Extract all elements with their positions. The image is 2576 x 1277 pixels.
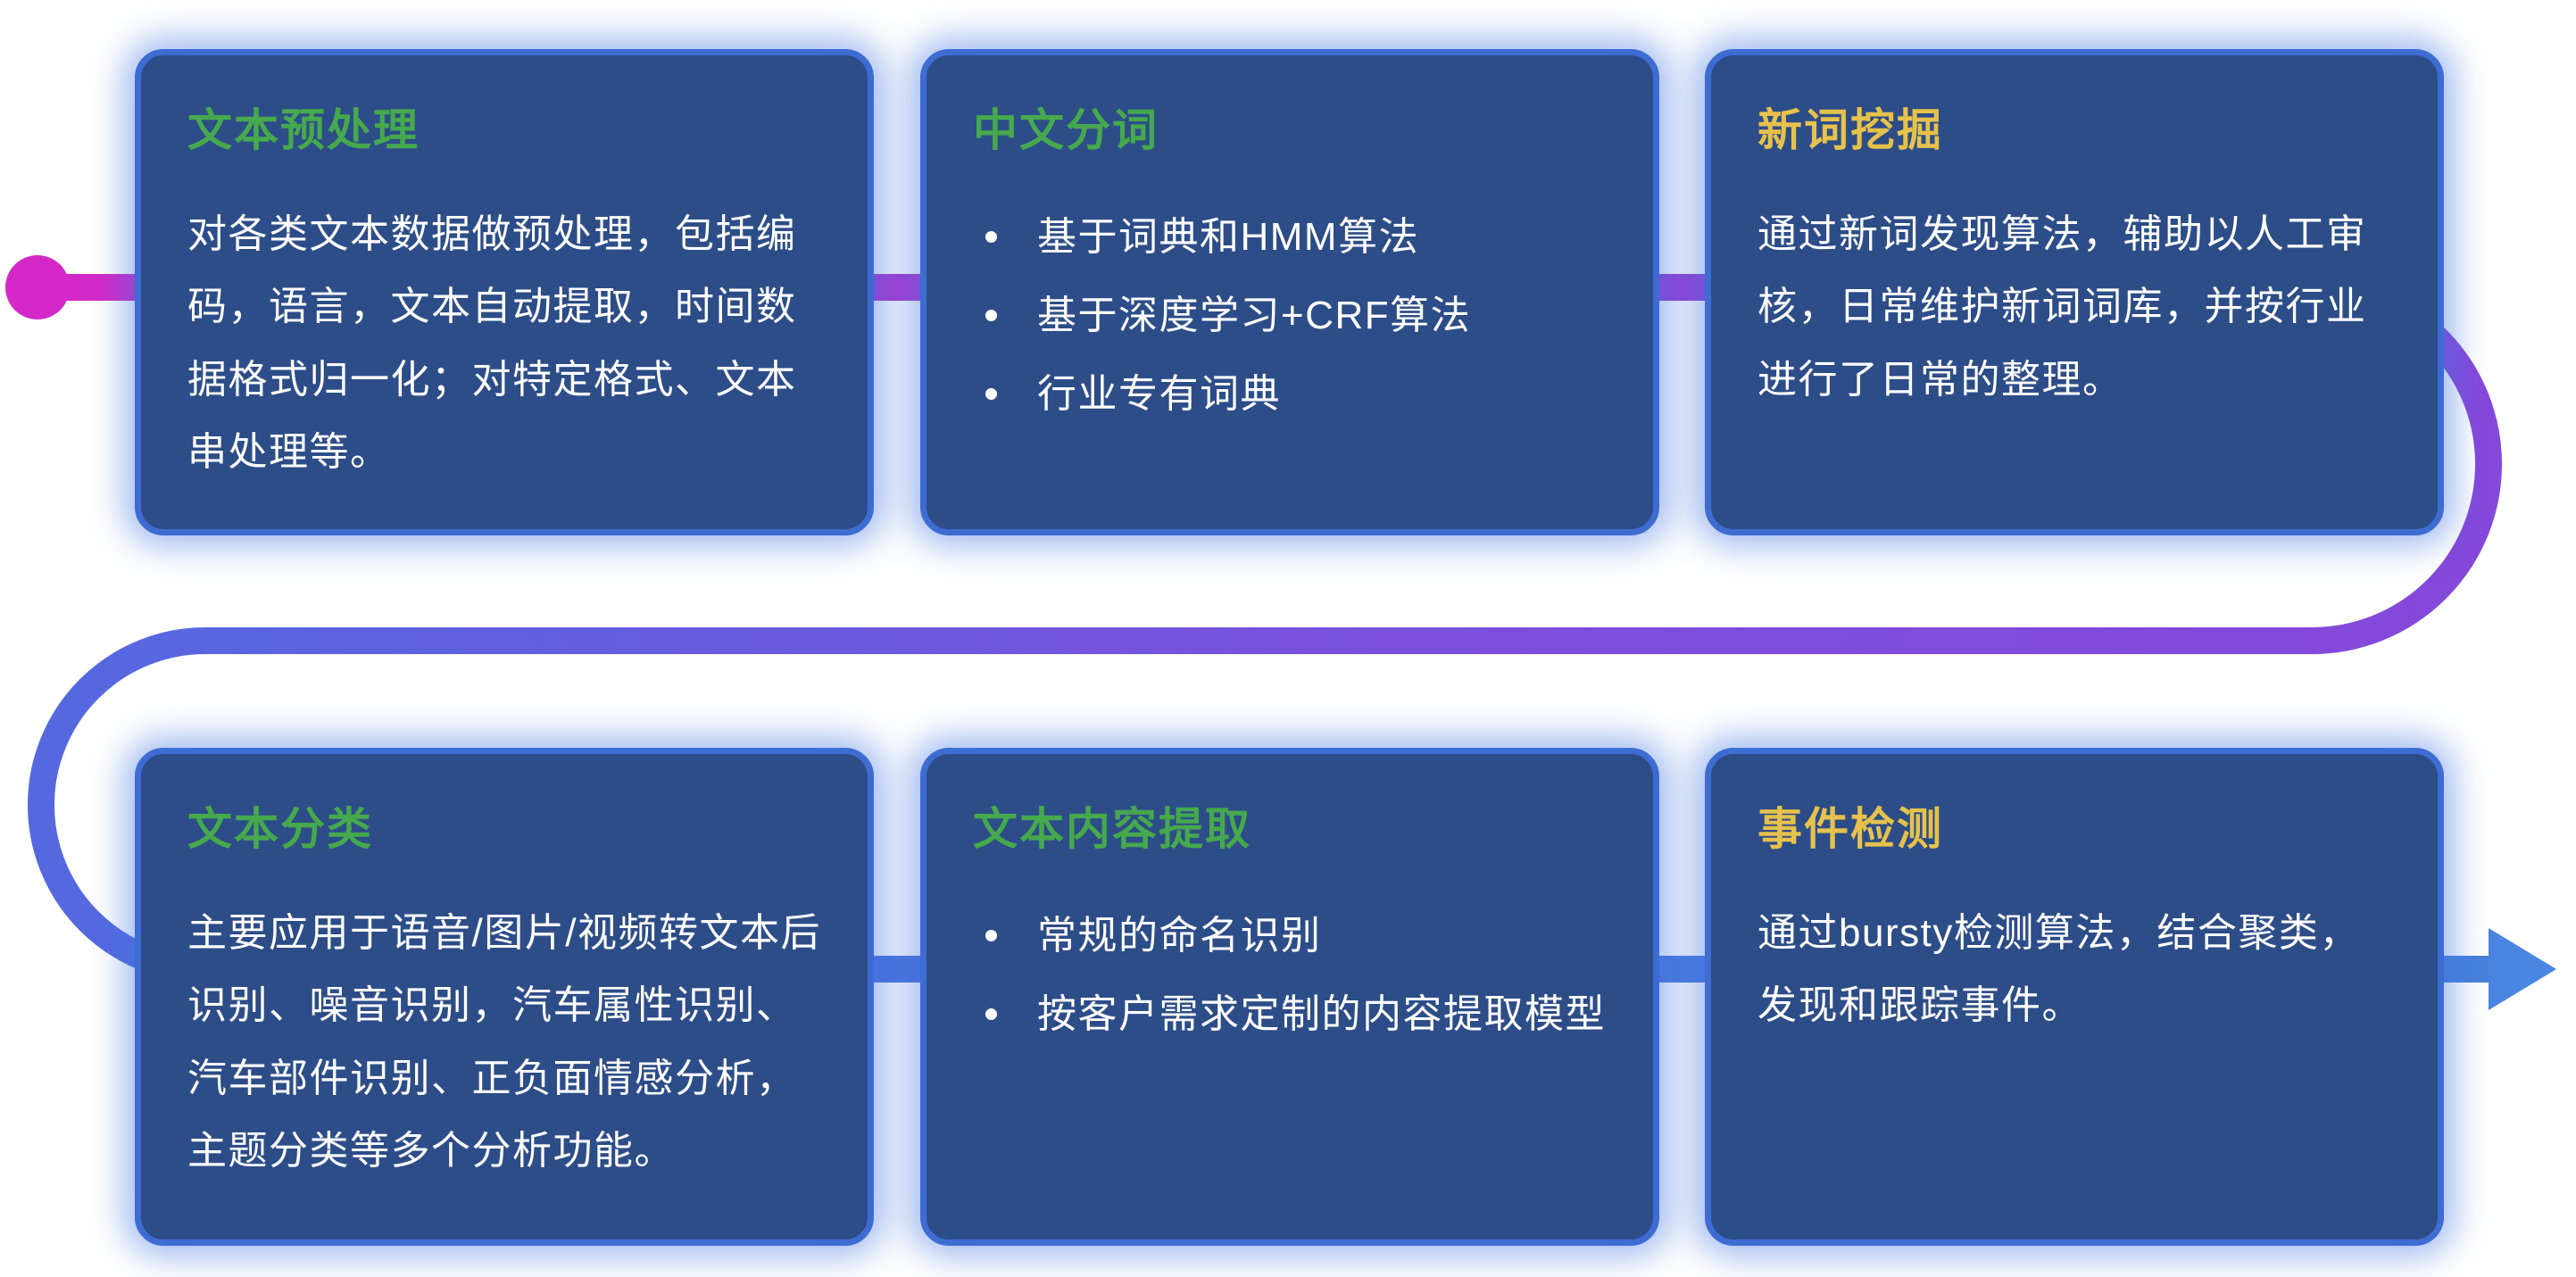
bullet-item: 基于词典和HMM算法 bbox=[973, 198, 1607, 277]
card-text-preprocessing: 文本预处理 对各类文本数据做预处理，包括编码，语言，文本自动提取，时间数据格式归… bbox=[135, 49, 874, 535]
bullet-list: 常规的命名识别 按客户需求定制的内容提取模型 bbox=[973, 897, 1607, 1054]
bullet-list: 基于词典和HMM算法 基于深度学习+CRF算法 行业专有词典 bbox=[973, 198, 1607, 434]
card-title: 文本分类 bbox=[187, 804, 373, 854]
bullet-item: 常规的命名识别 bbox=[973, 897, 1607, 975]
bullet-item: 行业专有词典 bbox=[973, 355, 1607, 434]
card-paragraph: 通过新词发现算法，辅助以人工审核，日常维护新词词库，并按行业进行了日常的整理。 bbox=[1757, 212, 2367, 402]
bullet-item: 基于深度学习+CRF算法 bbox=[973, 277, 1607, 355]
card-new-word-mining: 新词挖掘 通过新词发现算法，辅助以人工审核，日常维护新词词库，并按行业进行了日常… bbox=[1705, 49, 2444, 535]
flow-arrow-icon bbox=[2489, 928, 2556, 1010]
card-paragraph: 主要应用于语音/图片/视频转文本后识别、噪音识别，汽车属性识别、汽车部件识别、正… bbox=[187, 911, 821, 1173]
bullet-item: 按客户需求定制的内容提取模型 bbox=[973, 975, 1607, 1054]
card-text-content-extraction: 文本内容提取 常规的命名识别 按客户需求定制的内容提取模型 bbox=[920, 748, 1659, 1246]
flow-segment-return bbox=[28, 463, 2502, 806]
card-paragraph: 对各类文本数据做预处理，包括编码，语言，文本自动提取，时间数据格式归一化；对特定… bbox=[187, 212, 797, 475]
card-chinese-word-segmentation: 中文分词 基于词典和HMM算法 基于深度学习+CRF算法 行业专有词典 bbox=[920, 49, 1659, 535]
card-text-classification: 文本分类 主要应用于语音/图片/视频转文本后识别、噪音识别，汽车属性识别、汽车部… bbox=[135, 748, 874, 1246]
card-event-detection: 事件检测 通过bursty检测算法，结合聚类，发现和跟踪事件。 bbox=[1705, 748, 2444, 1246]
flow-start-dot bbox=[5, 255, 70, 319]
card-title: 中文分词 bbox=[973, 105, 1159, 155]
card-title: 文本内容提取 bbox=[973, 804, 1251, 854]
card-paragraph: 通过bursty检测算法，结合聚类，发现和跟踪事件。 bbox=[1757, 911, 2360, 1028]
card-title: 事件检测 bbox=[1757, 804, 1943, 854]
card-title: 文本预处理 bbox=[187, 105, 420, 155]
card-title: 新词挖掘 bbox=[1757, 105, 1943, 155]
